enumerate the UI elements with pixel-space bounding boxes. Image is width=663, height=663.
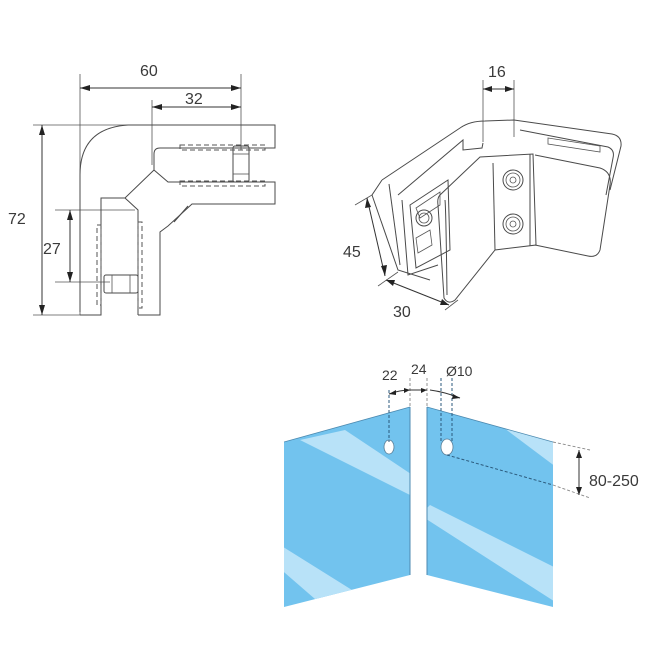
- dim-depth-label: 30: [393, 304, 411, 321]
- dim-hole-edge-label: 22: [382, 367, 398, 383]
- dim-height-label: 45: [343, 244, 361, 261]
- dim-overall-width-label: 60: [140, 63, 158, 80]
- dim-top-width-label: 16: [488, 64, 506, 81]
- dim-hole-from-top-label: 80-250: [589, 473, 639, 490]
- dim-gap-label: 24: [411, 361, 427, 377]
- dim-clamp-width-label: 32: [185, 91, 203, 108]
- glass-panels-diagram: [283, 378, 591, 607]
- dim-overall-height-label: 72: [8, 211, 26, 228]
- glass-hole-right: [440, 438, 454, 456]
- side-view-drawing: [33, 74, 276, 316]
- dim-hole-diameter-label: Ø10: [446, 363, 473, 379]
- glass-panel-left: [283, 406, 411, 607]
- glass-panel-right: [426, 406, 554, 607]
- glass-hole-left: [383, 439, 395, 455]
- dim-bolt-height-label: 27: [43, 241, 61, 258]
- isometric-view-drawing: [354, 80, 622, 311]
